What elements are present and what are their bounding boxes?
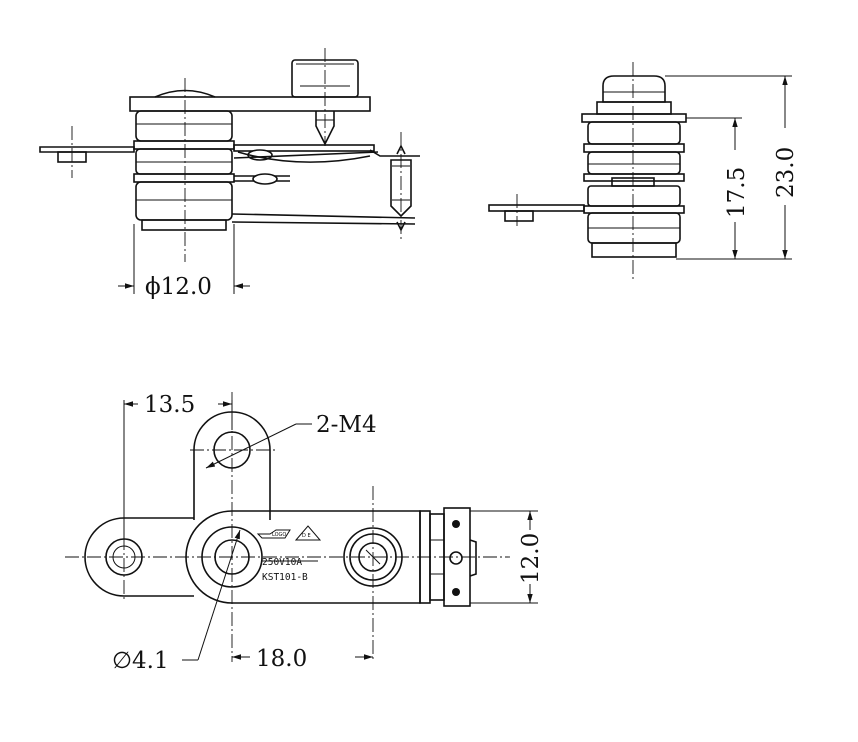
svg-text:D E: D E: [302, 533, 311, 539]
dim-height-total: 23.0: [773, 147, 799, 198]
dim-width: 12.0: [518, 533, 544, 584]
dim-diameter-body: ϕ12.0: [145, 274, 212, 300]
dim-height-body: 17.5: [724, 167, 750, 218]
dim-offset-hole: 13.5: [144, 392, 195, 418]
side-view: 23.0 17.5: [488, 62, 799, 282]
svg-text:LOGO: LOGO: [272, 532, 286, 538]
front-view: ϕ12.0: [39, 48, 420, 300]
model-label: KST101-B: [262, 572, 308, 583]
rating-label: 250V10A: [262, 557, 302, 568]
dim-hole-diameter: ∅4.1: [112, 648, 169, 674]
top-view: LOGO D E 250V10A KST101-B 13.5 2-M4 ∅4.1…: [65, 392, 544, 674]
dim-screw-holes: 2-M4: [316, 412, 377, 438]
dim-center-distance: 18.0: [256, 646, 307, 672]
